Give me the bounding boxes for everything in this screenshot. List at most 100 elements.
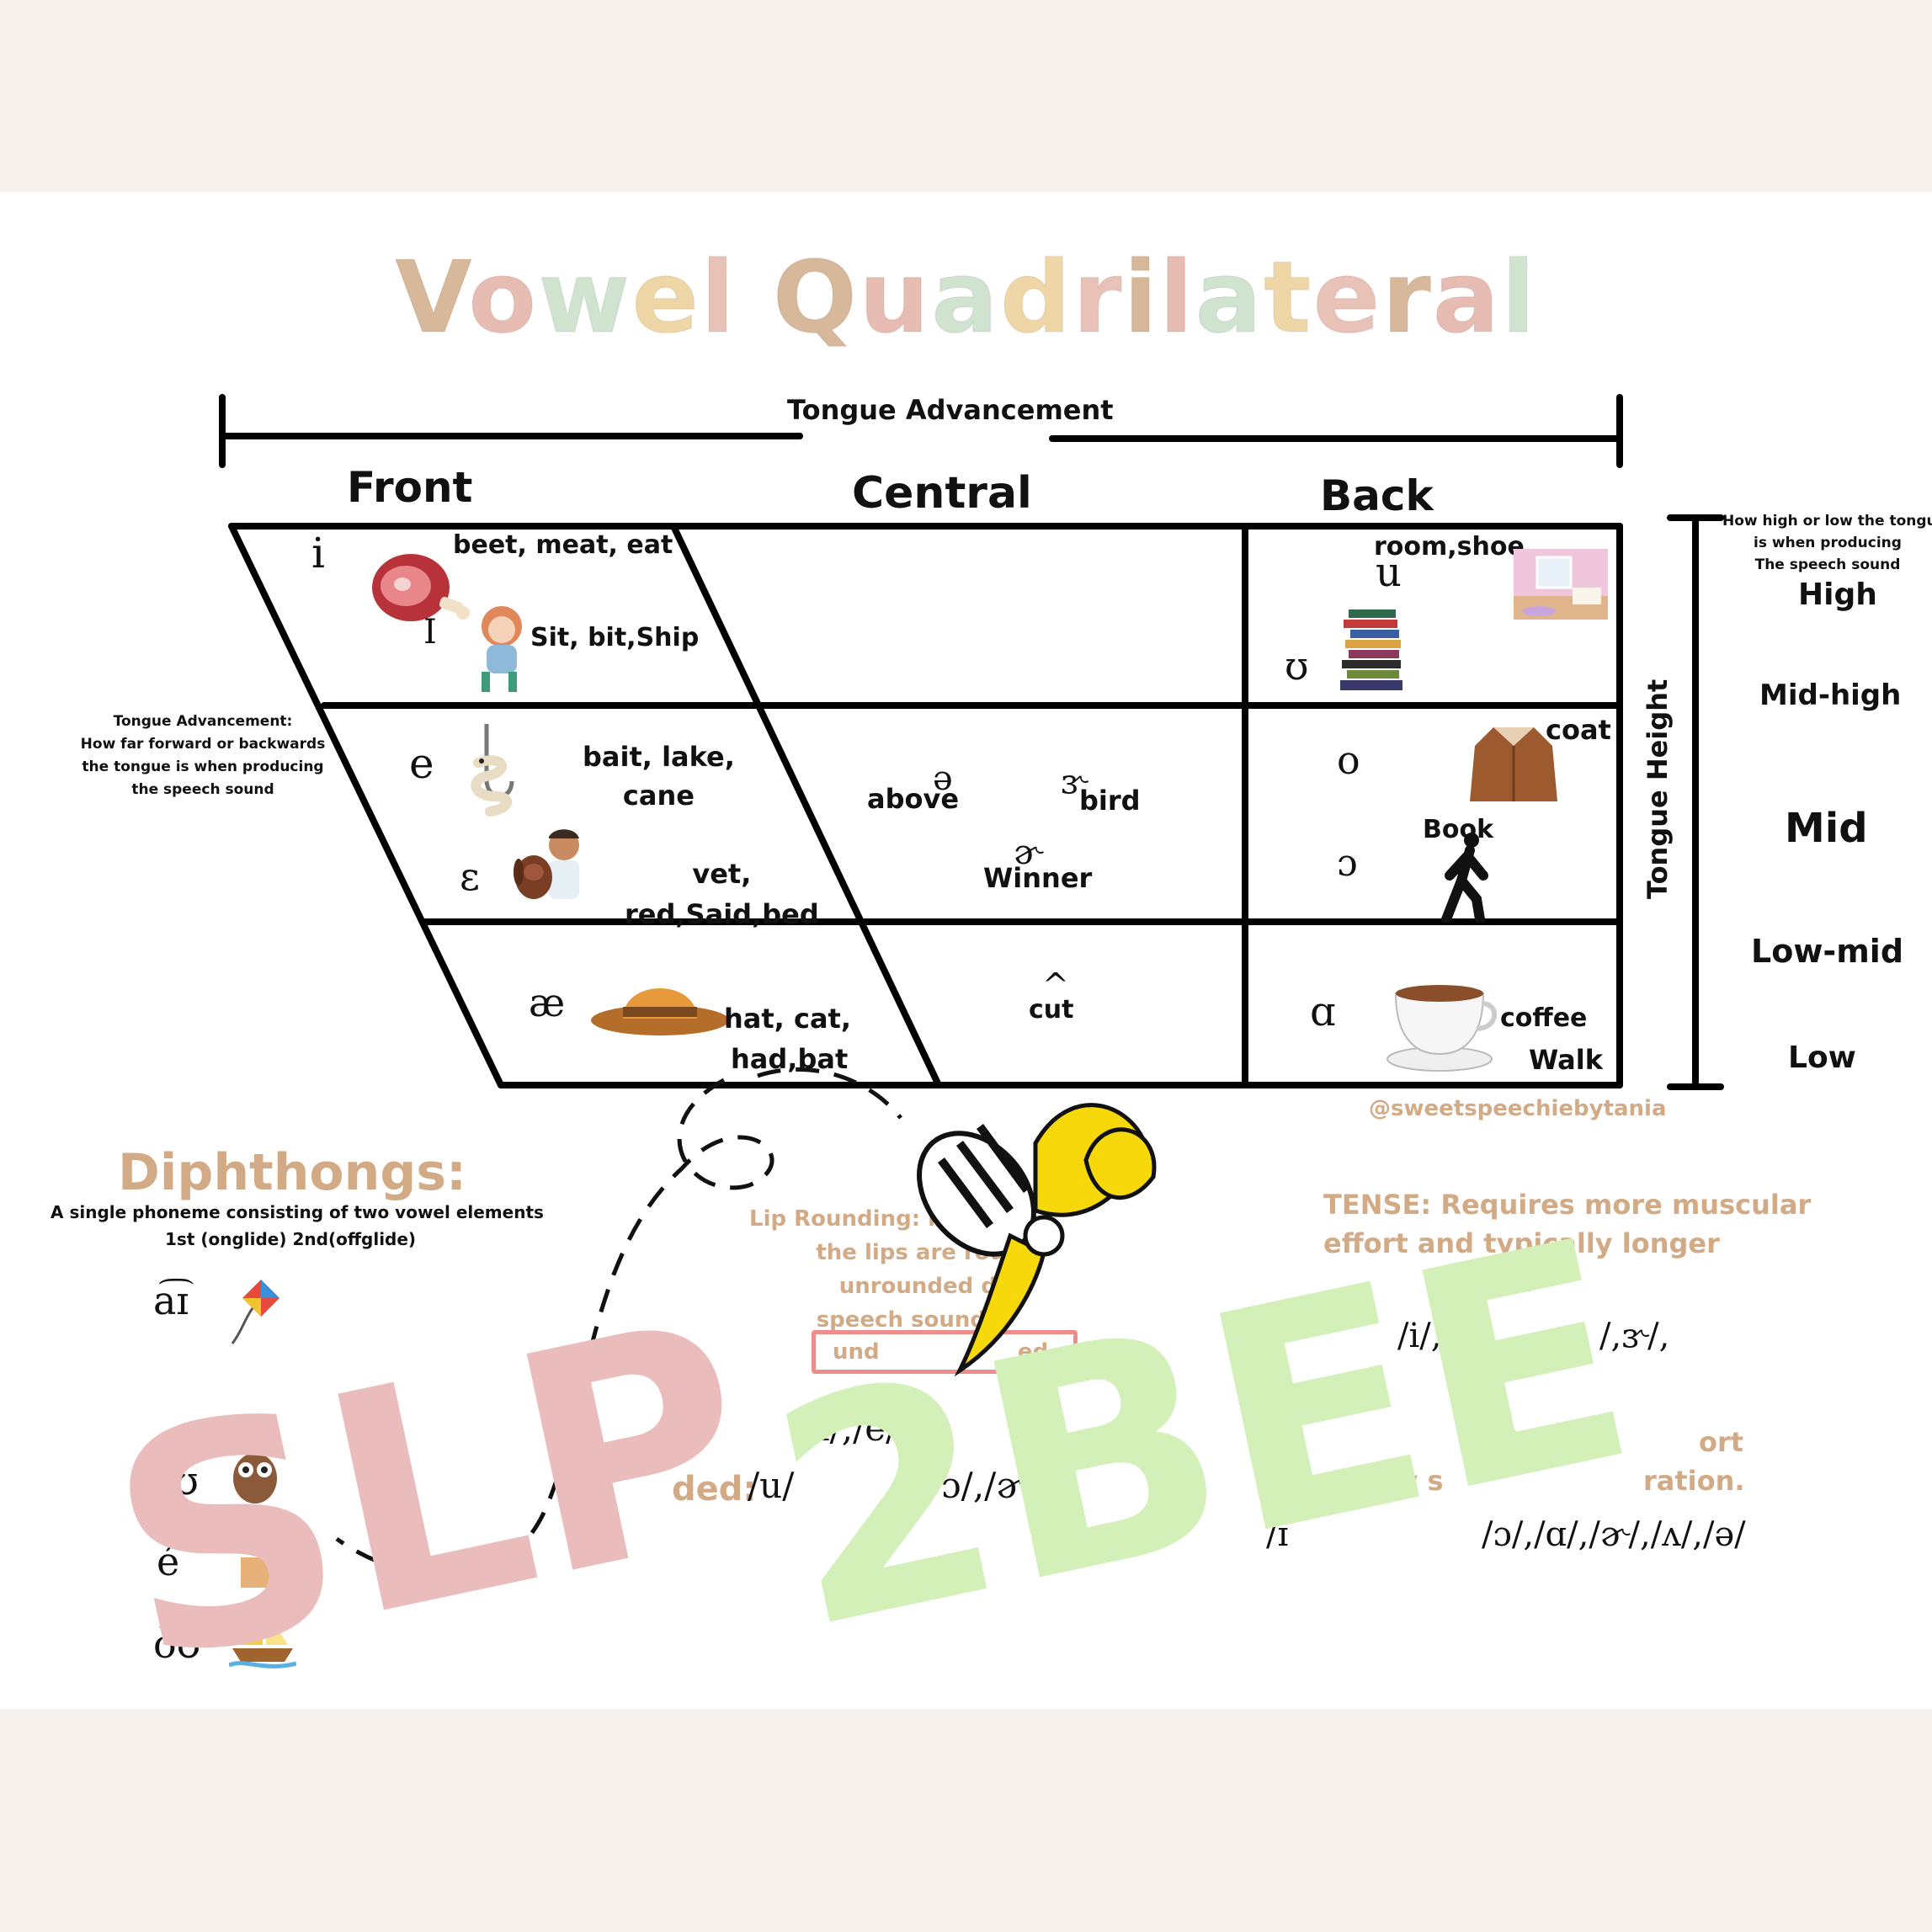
lip-row-1: /ɪ/,/e/,/: [806, 1408, 921, 1449]
title-letter: V: [394, 238, 469, 356]
coffee-cup-icon: [1386, 985, 1498, 1072]
box-icon: [241, 1557, 288, 1588]
title-letter: l: [1158, 238, 1195, 356]
word-line: red,Said,bed: [625, 898, 819, 930]
title-letter: a: [930, 238, 1000, 356]
tense-line: effort and typically longer: [1323, 1227, 1720, 1259]
title-letter: o: [467, 238, 539, 356]
diphthong-au: a͡ʊ: [152, 1458, 199, 1504]
word-line: had,bat: [731, 1043, 849, 1075]
lip-line: the lips are round: [816, 1240, 1037, 1265]
vowel-ae: æ: [529, 980, 566, 1025]
vowel-upsilon: ʊ: [1285, 643, 1309, 689]
word-bird: bird: [1079, 785, 1141, 817]
title-letter: t: [1263, 238, 1313, 356]
title-letter: Q: [772, 238, 860, 356]
words-i: beet, meat, eat: [453, 530, 673, 560]
lip-row-2b: /ɔ/,/ɚ/,: [929, 1465, 1050, 1506]
tongue-advancement-note: Tongue Advancement: How far forward or b…: [72, 711, 333, 801]
diphthong-ei: é: [157, 1539, 180, 1584]
words-I: Sit, bit,Ship: [530, 623, 700, 652]
column-front: Front: [347, 463, 473, 512]
vowel-wedge: ^: [1042, 966, 1069, 1003]
diphthong-ou: o͡ʊ: [153, 1621, 201, 1667]
lip-row-2: /u/: [748, 1465, 795, 1506]
level-low: Low: [1788, 1041, 1856, 1075]
coat-icon: [1470, 727, 1557, 801]
title-letter: a: [1432, 238, 1502, 356]
word-line: bait, lake,: [583, 741, 735, 773]
title-letter: r: [1381, 238, 1433, 356]
vowel-o: o: [1337, 737, 1360, 783]
title-letter: a: [1194, 238, 1264, 356]
girl-icon: [482, 606, 522, 692]
words-epsilon: vet, red,Said,bed: [625, 854, 819, 934]
walking-person-icon: [1441, 833, 1488, 923]
level-low-mid: Low-mid: [1751, 933, 1904, 970]
level-mid-high: Mid-high: [1759, 679, 1902, 712]
kite-icon: [231, 1280, 279, 1344]
column-central: Central: [852, 468, 1032, 519]
page-title: Vowel Quadrilateral: [0, 238, 1932, 356]
tongue-height-label: Tongue Height: [1642, 679, 1674, 899]
vowel-chart-sheet: Vowel Quadrilateral: [0, 192, 1932, 1709]
tongue-height-note: How high or low the tongue is when produ…: [1722, 510, 1932, 576]
words-ae: hat, cat, had,bat: [724, 998, 851, 1079]
words-a: coffee: [1500, 1003, 1588, 1033]
title-letter: l: [1500, 238, 1537, 356]
word-cut: cut: [1029, 995, 1074, 1025]
words-aw: Walk: [1529, 1044, 1603, 1076]
lip-line: Lip Rounding: refers to t: [749, 1206, 1053, 1232]
vowel-i: i: [311, 529, 325, 577]
lip-line: ed: [1018, 1339, 1049, 1365]
note-line: The speech sound: [1754, 556, 1901, 573]
credit-handle: @sweetspeechiebytania: [1369, 1096, 1667, 1121]
words-o: coat: [1546, 714, 1611, 746]
word-line: hat, cat,: [724, 1003, 851, 1035]
ham-icon: [372, 554, 470, 621]
room-icon: [1514, 549, 1608, 620]
vowel-e: e: [409, 739, 434, 788]
note-line: Tongue Advancement:: [113, 713, 293, 730]
note-line: How far forward or backwards: [80, 736, 326, 753]
lip-line: und: [833, 1339, 880, 1365]
boat-icon: [229, 1603, 296, 1669]
lax-fragment-d: ration.: [1643, 1465, 1745, 1497]
words-e: bait, lake, cane: [583, 737, 735, 815]
tense-row-1b: /,ɝ/,: [1599, 1317, 1670, 1355]
title-letter: u: [858, 238, 932, 356]
vowel-alpha: ɑ: [1310, 988, 1336, 1035]
title-letter: l: [700, 238, 737, 356]
title-letter: w: [537, 238, 632, 356]
word-line: cane: [622, 780, 695, 812]
vet-dog-icon: [514, 829, 579, 899]
lip-rounding-text: Lip Rounding: refers to t the lips are r…: [749, 1202, 1053, 1337]
tense-line: in dura: [1425, 1266, 1533, 1298]
title-letter: e: [1312, 238, 1382, 356]
lip-row-2-label: ded:: [672, 1470, 757, 1509]
words-u: room,shoe: [1374, 532, 1525, 562]
level-high: High: [1798, 577, 1877, 612]
title-letter: i: [1122, 238, 1159, 356]
note-line: the speech sound: [131, 781, 274, 798]
vowel-epsilon: ɛ: [460, 854, 480, 899]
column-back: Back: [1320, 471, 1434, 520]
title-letter: r: [1072, 238, 1124, 356]
diphthong-ai: a͡ɪ: [153, 1278, 189, 1323]
diphthongs-definition-2: 1st (onglide) 2nd(offglide): [165, 1229, 417, 1249]
lax-row-b: /ɔ/,/ɑ/,/ɚ/,/ʌ/,/ə/: [1482, 1515, 1746, 1554]
note-line: How high or low the tongue: [1722, 513, 1932, 530]
note-line: is when producing: [1754, 535, 1902, 551]
lax-fragment-b: ort: [1699, 1426, 1744, 1458]
vowel-open-o: ɔ: [1337, 842, 1358, 885]
level-mid: Mid: [1785, 805, 1868, 852]
lax-fragment-c: ally s: [1364, 1465, 1444, 1497]
word-line: vet,: [692, 858, 752, 890]
word-winner: Winner: [983, 862, 1093, 894]
owl-icon: [233, 1453, 277, 1504]
books-icon: [1340, 609, 1402, 690]
vowel-u: u: [1376, 549, 1402, 596]
hook-worm-icon: [471, 724, 514, 817]
vowel-reversed-epsilon-hook: ɝ: [1061, 763, 1087, 801]
lax-fragment-a: es l: [1465, 1426, 1518, 1458]
